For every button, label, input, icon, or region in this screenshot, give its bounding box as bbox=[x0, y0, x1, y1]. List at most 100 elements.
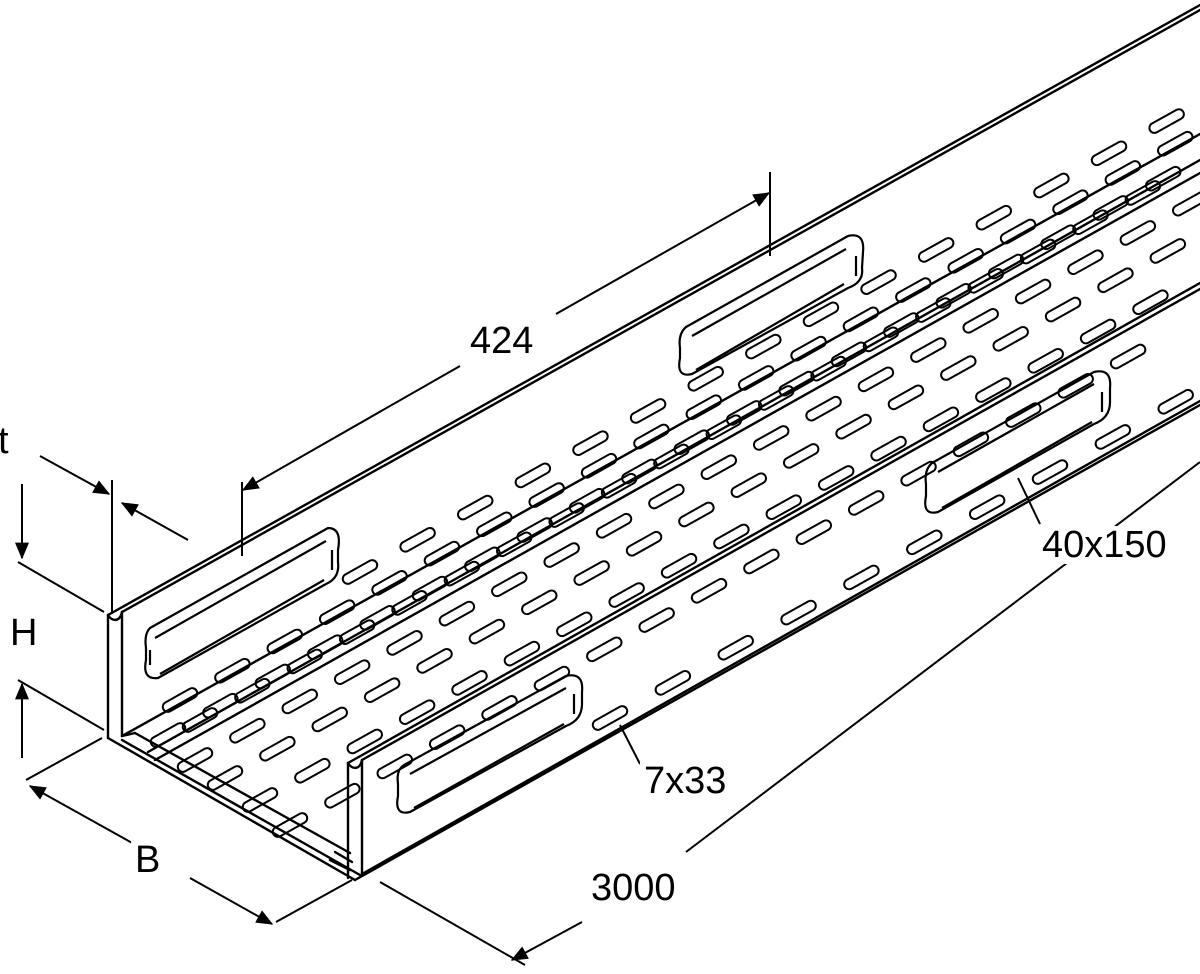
perforation-slot bbox=[1052, 189, 1089, 216]
perforation-slot bbox=[468, 618, 506, 645]
perforation-slot bbox=[843, 564, 880, 591]
perforation-slot bbox=[917, 237, 955, 263]
perforation-slot bbox=[1145, 165, 1182, 192]
perforation-slot bbox=[648, 483, 685, 510]
perforation-slot bbox=[543, 542, 580, 568]
perforation-slot bbox=[608, 582, 645, 608]
perforation-slot bbox=[176, 747, 214, 773]
perforation-slot bbox=[528, 482, 565, 508]
perforation-slot bbox=[451, 670, 488, 696]
perforation-slot bbox=[999, 218, 1037, 245]
perforation-slot bbox=[1005, 402, 1042, 428]
perforation-slot bbox=[633, 423, 670, 450]
perforation-slot bbox=[476, 511, 513, 538]
perforation-slot bbox=[765, 494, 803, 520]
perforation-slot bbox=[572, 430, 609, 456]
perforation-slot bbox=[311, 706, 348, 733]
perforation-slot bbox=[900, 460, 937, 487]
perforation-slot bbox=[752, 425, 790, 451]
perforation-slot bbox=[399, 527, 436, 553]
perforation-slot bbox=[947, 248, 984, 274]
perforation-slot bbox=[398, 699, 436, 725]
perforation-slot bbox=[660, 552, 698, 579]
perforation-slot bbox=[281, 688, 318, 715]
perforation-slot bbox=[654, 670, 692, 696]
perforation-slot bbox=[810, 355, 847, 382]
perforation-slot bbox=[595, 512, 633, 539]
perforation-slot bbox=[259, 735, 296, 762]
perforation-slot bbox=[496, 531, 533, 558]
perforation-slot bbox=[359, 605, 396, 631]
height-label: H bbox=[10, 612, 38, 654]
perforation-slot bbox=[1148, 108, 1185, 134]
perforation-slot bbox=[516, 517, 553, 543]
perforation-slot bbox=[685, 394, 723, 420]
perforation-slot bbox=[737, 365, 775, 391]
perforation-slots bbox=[149, 108, 1200, 838]
perforation-slot bbox=[324, 782, 361, 809]
perforation-slot bbox=[717, 634, 754, 661]
perforation-slot bbox=[202, 692, 239, 719]
perforation-slot bbox=[817, 465, 855, 491]
perforation-slot bbox=[214, 657, 251, 684]
side-opening-pitch-label: 424 bbox=[466, 322, 538, 360]
perforation-slot bbox=[533, 665, 571, 692]
perforation-slot bbox=[481, 695, 518, 721]
perforation-slot bbox=[443, 560, 481, 587]
perforation-slot bbox=[1044, 296, 1082, 323]
perforation-slot bbox=[1019, 238, 1057, 265]
perforation-slot bbox=[1097, 267, 1134, 294]
perforation-slot bbox=[1057, 373, 1094, 399]
perforation-slot bbox=[333, 659, 371, 685]
perforation-slot bbox=[457, 494, 494, 521]
perforation-slot bbox=[805, 395, 842, 422]
perforation-slot bbox=[1104, 160, 1142, 186]
perforation-slot bbox=[376, 753, 413, 780]
perforation-slot bbox=[206, 765, 244, 791]
perforation-slot bbox=[1090, 140, 1128, 167]
perforation-slot bbox=[842, 306, 880, 333]
perforation-slot bbox=[229, 717, 266, 744]
perforation-slot bbox=[940, 355, 977, 381]
perforation-slot bbox=[862, 326, 900, 353]
perforation-slot bbox=[915, 297, 952, 323]
perforation-slot bbox=[705, 414, 743, 440]
perforation-slot bbox=[1119, 220, 1157, 246]
perforation-slot bbox=[1109, 343, 1147, 370]
perforation-slot bbox=[464, 546, 501, 573]
perforation-slot bbox=[1067, 249, 1104, 276]
perforation-slot bbox=[1132, 289, 1169, 316]
perforation-slot bbox=[757, 385, 795, 411]
perforation-slot bbox=[713, 523, 750, 550]
perforation-slot bbox=[318, 599, 356, 625]
perforation-slot bbox=[1124, 180, 1162, 206]
perforation-slot bbox=[625, 530, 663, 557]
perforation-slot bbox=[416, 648, 453, 674]
perforation-slot bbox=[887, 384, 925, 411]
perforation-slot bbox=[1149, 238, 1187, 264]
perforation-slot bbox=[600, 472, 638, 499]
perforation-slot bbox=[580, 452, 618, 479]
perforation-slot bbox=[835, 413, 872, 440]
perforation-slot bbox=[690, 577, 728, 604]
side-opening-label: 40x150 bbox=[1038, 526, 1171, 564]
perforation-slot bbox=[638, 607, 675, 633]
perforation-slot bbox=[629, 398, 667, 424]
perforation-slot bbox=[857, 366, 895, 393]
perforation-slot bbox=[790, 335, 827, 362]
perforation-slot bbox=[745, 333, 782, 360]
perforation-slot bbox=[1031, 459, 1069, 485]
perforation-slot bbox=[847, 490, 885, 516]
perforation-slot bbox=[1079, 318, 1117, 345]
perforation-slot bbox=[967, 268, 1004, 294]
perforation-slot bbox=[860, 269, 897, 295]
side-openings bbox=[144, 234, 1112, 814]
perforation-slot bbox=[1157, 389, 1194, 415]
perforation-slot bbox=[149, 722, 187, 748]
perforation-slot bbox=[161, 687, 199, 713]
perforation-slot bbox=[1027, 348, 1064, 374]
perforation-slot bbox=[438, 600, 476, 627]
perforation-slot bbox=[906, 529, 943, 556]
perforation-slot bbox=[1094, 424, 1132, 450]
perforation-slot bbox=[391, 590, 428, 616]
